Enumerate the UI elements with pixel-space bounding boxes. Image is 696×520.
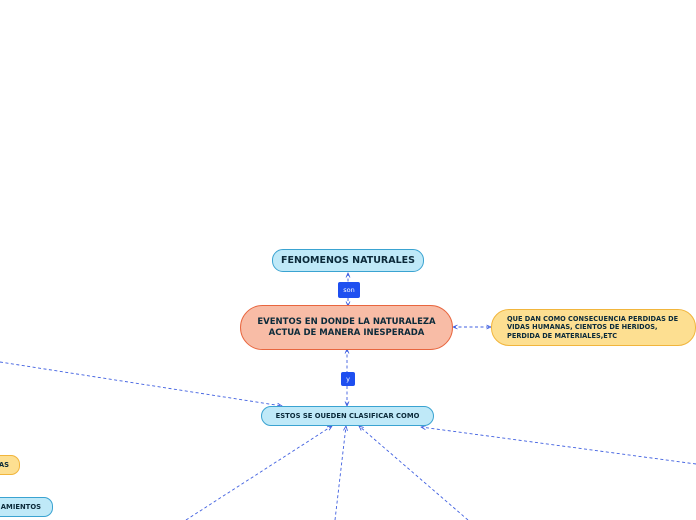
edge-right-to-classification bbox=[421, 427, 696, 465]
edge-bottom-left-to-classification bbox=[185, 426, 332, 520]
edge-bottom-center-to-classification bbox=[334, 426, 346, 520]
central-topic-node[interactable]: FENOMENOS NATURALES bbox=[272, 249, 424, 272]
connector-label-y[interactable]: y bbox=[341, 372, 355, 386]
partial-left-node-1[interactable]: AS bbox=[0, 455, 20, 475]
consequence-node[interactable]: QUE DAN COMO CONSECUENCIA PERDIDAS DE VI… bbox=[491, 309, 696, 346]
edge-left-top-to-classification bbox=[0, 361, 282, 406]
connector-label-son[interactable]: son bbox=[338, 282, 360, 298]
partial-left-node-2[interactable]: AMIENTOS bbox=[0, 497, 53, 517]
classification-node[interactable]: ESTOS SE OUEDEN CLASIFICAR COMO bbox=[261, 406, 434, 426]
definition-node[interactable]: EVENTOS EN DONDE LA NATURALEZA ACTUA DE … bbox=[240, 305, 453, 350]
edge-bottom-right-to-classification bbox=[359, 426, 469, 520]
